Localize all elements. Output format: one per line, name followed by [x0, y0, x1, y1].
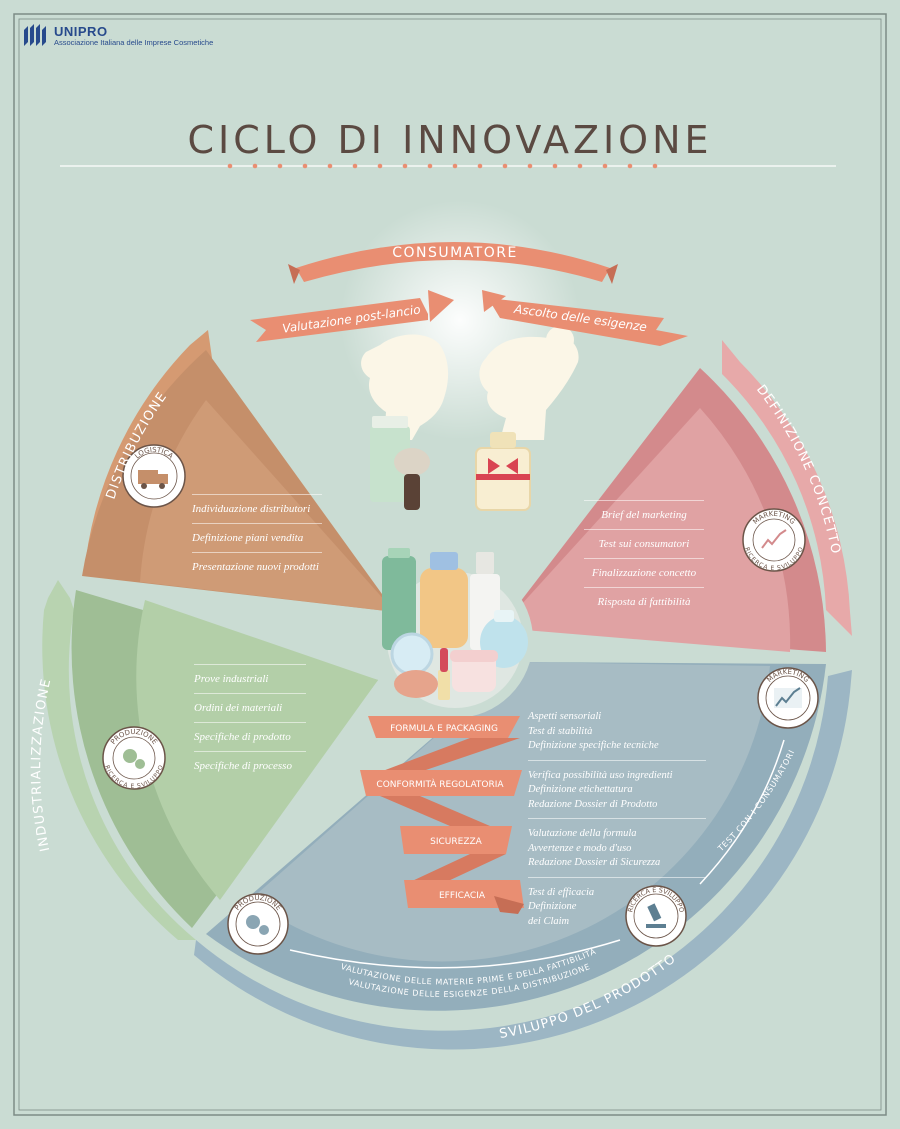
unipro-logo-icon — [24, 24, 46, 46]
list-item: Individuazione distributori — [192, 494, 322, 524]
sviluppo-rd-badge — [625, 885, 687, 947]
shaving-brush-icon — [394, 448, 430, 510]
industrializzazione-badge — [102, 726, 166, 790]
list-item: Verifica possibilità uso ingredienti — [528, 769, 673, 781]
list-item: Finalizzazione concetto — [584, 559, 704, 588]
list-item: Specifiche di processo — [194, 760, 292, 772]
aftershave-bottle-icon — [370, 416, 410, 502]
lipstick-icon — [438, 648, 450, 700]
group-conformita: Verifica possibilità uso ingredienti Def… — [528, 767, 706, 819]
formula-packaging-ribbon — [368, 716, 520, 738]
title-rule-dots — [227, 163, 658, 169]
man-silhouette — [361, 334, 449, 440]
definizione-wedge-inner — [500, 408, 791, 652]
sviluppo-produzione-badge — [227, 893, 289, 955]
listening-ribbon — [488, 298, 688, 346]
list-item: Specifiche di prodotto — [194, 723, 306, 752]
brand-name: UNIPRO — [54, 24, 108, 39]
list-item: Definizione specifiche tecniche — [528, 740, 659, 751]
consumatore-label: CONSUMATORE — [392, 245, 518, 261]
distribuzione-wedge-inner — [140, 400, 395, 612]
jar-icon — [450, 650, 498, 692]
bottle-icon — [382, 548, 416, 650]
efficacia-ribbon — [404, 880, 524, 908]
group-sicurezza: Valutazione della formula Avvertenze e m… — [528, 825, 706, 878]
gears-icon — [123, 749, 145, 769]
consumatore-banner — [296, 242, 610, 282]
industrializzazione-band — [42, 580, 197, 940]
outer-frame — [13, 13, 887, 1116]
list-item: Valutazione della formula — [528, 828, 637, 839]
page-title: CICLO DI INNOVAZIONE — [187, 118, 713, 162]
consumer-test-arrow — [699, 739, 785, 885]
post-launch-ribbon — [250, 298, 428, 342]
list-item: Definizione etichettatura — [528, 784, 633, 795]
woman-bun — [546, 326, 574, 354]
woman-silhouette — [479, 335, 579, 440]
sviluppo-groups: Aspetti sensoriali Test di stabilità Def… — [528, 708, 706, 941]
list-item: dei Claim — [528, 915, 570, 927]
list-item: Definizione — [528, 901, 577, 912]
list-item: Redazione Dossier di Prodotto — [528, 798, 658, 810]
list-item: Definizione piani vendita — [192, 524, 322, 553]
list-item: Test di efficacia — [528, 886, 595, 898]
definizione-list: Brief del marketing Test sui consumatori… — [584, 500, 704, 616]
logistica-badge — [122, 444, 186, 508]
inner-frame — [18, 18, 882, 1111]
header-logo: UNIPRO Associazione Italiana delle Impre… — [22, 22, 213, 50]
definizione-badge — [742, 508, 806, 572]
list-item: Presentazione nuovi prodotti — [192, 561, 319, 573]
ribbon-efficacia-label: EFFICACIA — [439, 891, 486, 901]
sviluppo-marketing-badge — [757, 667, 819, 729]
ribbon-sicurezza-label: SICUREZZA — [430, 837, 483, 847]
bottle-icon — [420, 552, 468, 648]
list-item: Ordini dei materiali — [194, 694, 306, 723]
sicurezza-ribbon — [400, 826, 512, 854]
microscope-icon — [646, 903, 666, 928]
ribbon-formula-label: FORMULA E PACKAGING — [390, 724, 498, 734]
group-formula: Aspetti sensoriali Test di stabilità Def… — [528, 708, 706, 761]
definizione-band — [722, 340, 852, 636]
sviluppo-wedge-inner — [250, 662, 770, 962]
conformita-ribbon — [360, 770, 522, 796]
group-efficacia: Test di efficacia Definizione dei Claim — [528, 884, 706, 936]
list-item: Brief del marketing — [584, 500, 704, 530]
industrializzazione-wedge-inner — [136, 600, 378, 900]
list-item: Aspetti sensoriali — [528, 711, 602, 722]
logistica-truck-icon — [138, 470, 168, 489]
list-item: Risposta di fattibilità — [597, 596, 691, 608]
list-item: Test sui consumatori — [584, 530, 704, 559]
industrializzazione-list: Prove industriali Ordini dei materiali S… — [194, 664, 306, 780]
ribbon-conformita-label: CONFORMITÀ REGOLATORIA — [376, 778, 504, 790]
marketing-chart-icon — [761, 529, 787, 549]
sviluppo-band — [194, 670, 852, 1050]
list-item: Test di stabilità — [528, 725, 593, 737]
brand-subtitle: Associazione Italiana delle Imprese Cosm… — [54, 38, 214, 47]
list-item: Avvertenze e modo d'uso — [528, 842, 632, 854]
materials-arrow — [289, 939, 621, 969]
list-item: Redazione Dossier di Sicurezza — [528, 857, 661, 868]
gears-icon — [246, 915, 269, 935]
list-item: Prove industriali — [194, 664, 306, 694]
marketing-chart-icon — [774, 687, 802, 708]
distribuzione-list: Individuazione distributori Definizione … — [192, 494, 322, 581]
perfume-icon — [475, 432, 531, 511]
compact-icon — [390, 632, 438, 698]
